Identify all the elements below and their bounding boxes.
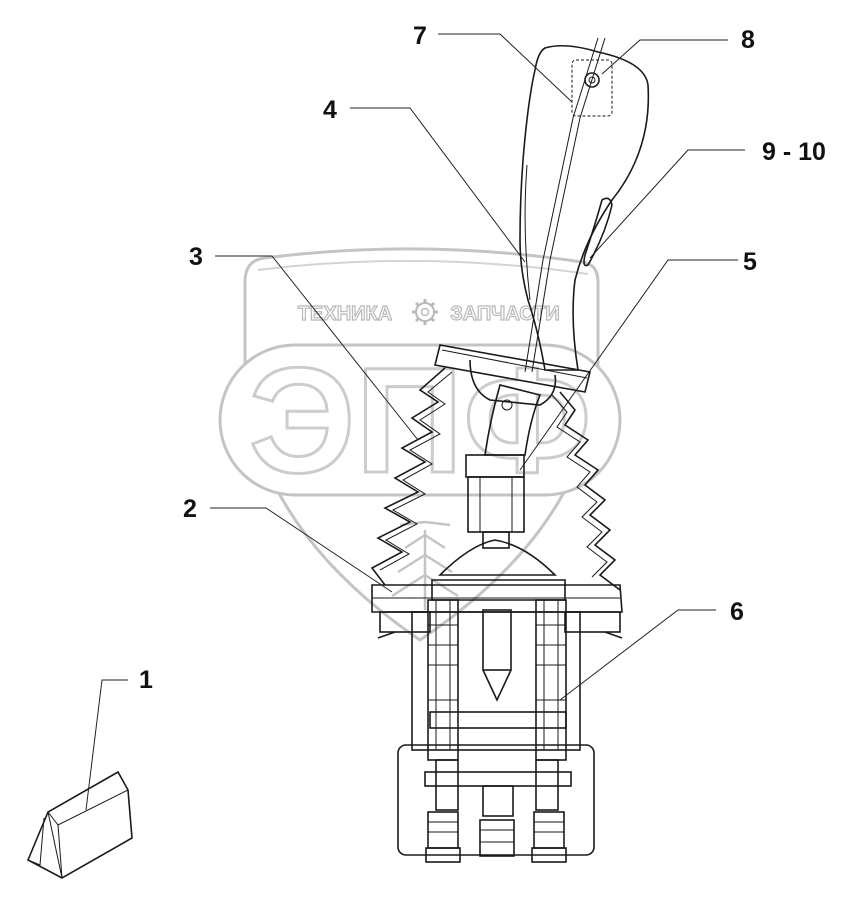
callout-8: 8 [741,26,755,54]
watermark: ТЕХНИКА ЗАПЧАСТИ ЭПФ [218,247,622,642]
callout-2: 2 [183,495,197,523]
watermark-text-left: ТЕХНИКА [298,303,392,325]
callout-4: 4 [323,96,337,124]
small-block [26,770,133,879]
callout-9-10: 9 - 10 [762,138,826,166]
bellows-right [559,391,621,591]
bellows-left [370,367,446,586]
joystick-assembly [26,37,650,879]
lever-handle [519,44,650,371]
callout-labels: 7 8 4 9 - 10 3 5 2 6 1 [139,22,826,694]
watermark-text-right: ЗАПЧАСТИ [450,303,560,325]
leader-lines [85,33,745,811]
callout-3: 3 [189,243,203,271]
valve-body [397,599,595,863]
callout-5: 5 [743,248,757,276]
callout-6: 6 [730,598,744,626]
gear-icon [412,299,438,325]
base-flange [371,584,623,613]
callout-7: 7 [413,22,427,50]
callout-1: 1 [139,666,153,694]
